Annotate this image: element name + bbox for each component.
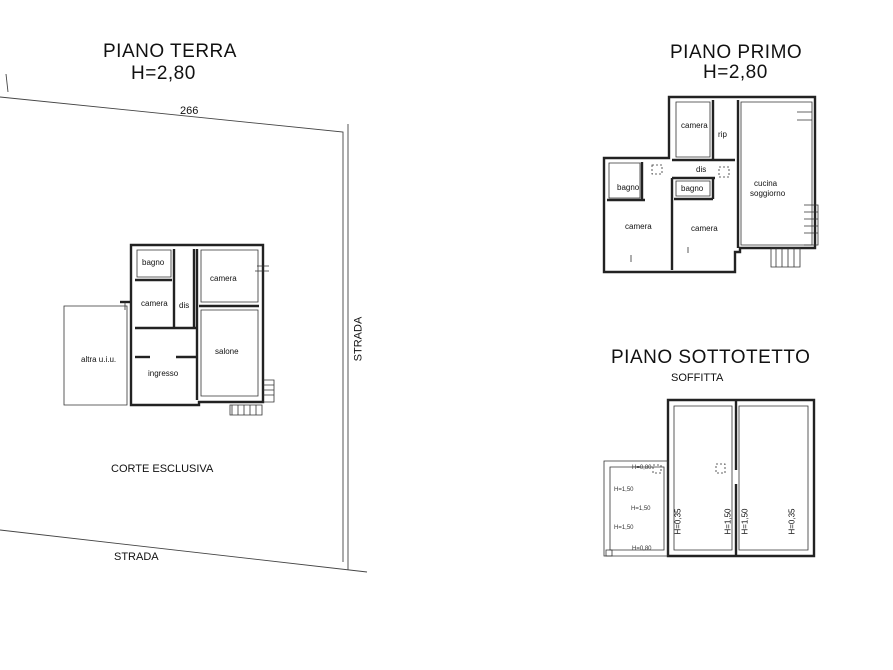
- room-label-bagno: bagno: [142, 258, 165, 267]
- height-mark-035-left: H=0,35: [673, 508, 683, 535]
- room-label-cucina: cucina: [754, 179, 778, 188]
- street-bottom-label: STRADA: [114, 551, 159, 563]
- room-label-camera-left-first: camera: [625, 222, 652, 231]
- room-label-camera-left: camera: [141, 299, 168, 308]
- room-label-camera-right: camera: [210, 274, 237, 283]
- street-right-label: STRADA: [352, 316, 365, 362]
- height-mark-150-vertical-b: H=1,50: [740, 508, 750, 535]
- first-floor-title: PIANO PRIMO: [670, 42, 803, 63]
- attic-plan: [603, 398, 816, 558]
- room-label-salone: salone: [215, 347, 239, 356]
- room-label-altra-uiu: altra u.i.u.: [81, 355, 117, 364]
- room-label-bagno-left: bagno: [617, 183, 640, 192]
- site-boundary: [0, 73, 368, 573]
- ground-floor-height: H=2,80: [131, 63, 196, 84]
- room-label-bagno-mid: bagno: [681, 184, 704, 193]
- height-mark-150-b: H=1,50: [614, 525, 634, 531]
- first-floor-plan: [602, 95, 819, 274]
- ground-floor-title: PIANO TERRA: [103, 41, 237, 62]
- height-mark-150-vertical-a: H=1,50: [723, 508, 733, 535]
- height-mark-150-a: H=1,50: [614, 487, 634, 493]
- ground-floor-plan: [63, 243, 275, 416]
- room-label-dis-first: dis: [696, 165, 707, 174]
- room-label-ingresso: ingresso: [148, 369, 179, 378]
- height-mark-150-mid: H=1,50: [631, 506, 651, 512]
- height-mark-080-bottom: H=0,80: [632, 546, 652, 552]
- attic-subtitle: SOFFITTA: [671, 372, 724, 384]
- height-mark-035-right: H=0,35: [787, 508, 797, 535]
- room-label-soggiorno: soggiorno: [750, 189, 786, 198]
- room-label-camera-mid: camera: [691, 224, 718, 233]
- first-floor-height: H=2,80: [703, 62, 768, 83]
- height-mark-080-top: H=0,80: [632, 465, 652, 471]
- attic-title: PIANO SOTTOTETTO: [611, 347, 811, 368]
- room-label-camera-top: camera: [681, 121, 708, 130]
- room-label-rip: rip: [718, 130, 727, 139]
- courtyard-label: CORTE ESCLUSIVA: [111, 463, 214, 475]
- room-label-dis: dis: [179, 301, 190, 310]
- parcel-number: 266: [180, 105, 199, 117]
